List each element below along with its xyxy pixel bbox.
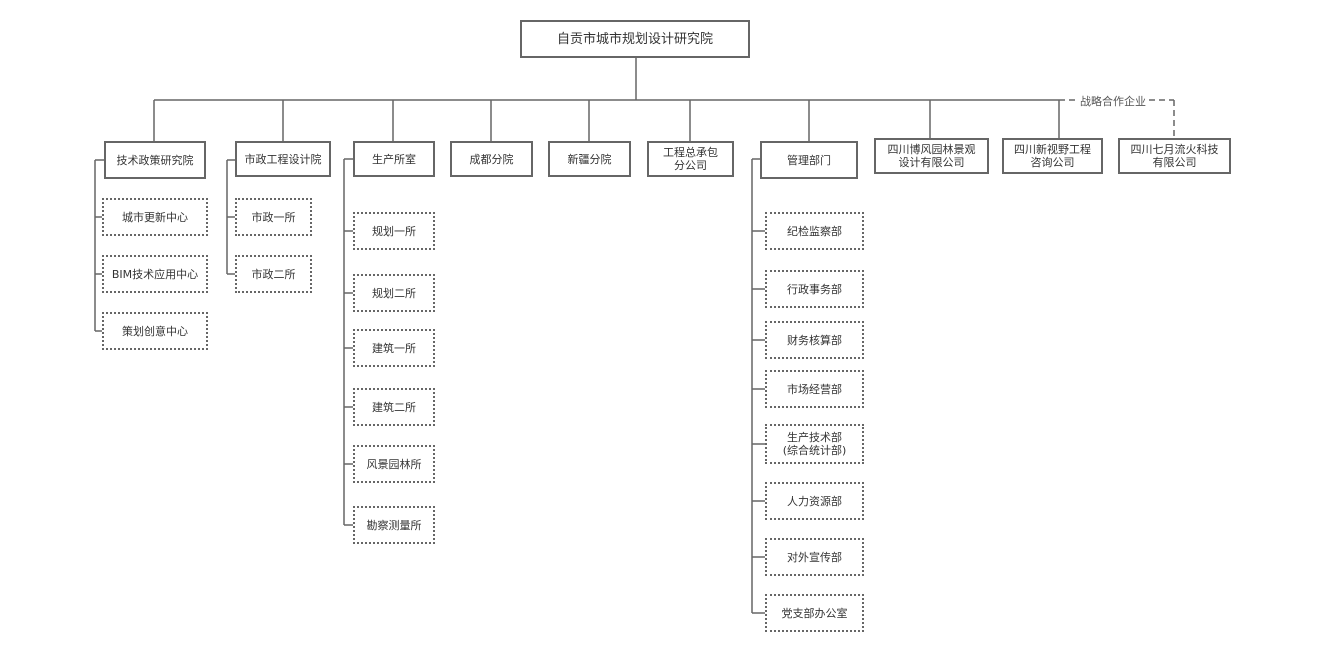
- unit-urban-renewal-center: 城市更新中心: [102, 198, 208, 236]
- unit-survey-office: 勘察测量所: [353, 506, 435, 544]
- dept-chengdu-branch: 成都分院: [450, 141, 533, 177]
- unit-marketing: 市场经营部: [765, 370, 864, 408]
- dept-production-offices: 生产所室: [353, 141, 435, 177]
- unit-finance: 财务核算部: [765, 321, 864, 359]
- dept-management: 管理部门: [760, 141, 858, 179]
- unit-production-technology: 生产技术部 (综合统计部): [765, 424, 864, 464]
- unit-bim-application-center: BIM技术应用中心: [102, 255, 208, 293]
- unit-planning-creative-center: 策划创意中心: [102, 312, 208, 350]
- unit-municipal-office-1: 市政一所: [235, 198, 312, 236]
- unit-party-branch-office: 党支部办公室: [765, 594, 864, 632]
- unit-architecture-office-1: 建筑一所: [353, 329, 435, 367]
- company-bofeng-landscape: 四川博风园林景观 设计有限公司: [874, 138, 989, 174]
- dept-epc-subsidiary: 工程总承包 分公司: [647, 141, 734, 177]
- unit-administration: 行政事务部: [765, 270, 864, 308]
- dept-tech-policy-institute: 技术政策研究院: [104, 141, 206, 179]
- org-root: 自贡市城市规划设计研究院: [520, 20, 750, 58]
- company-xinshiye-consulting: 四川新视野工程 咨询公司: [1002, 138, 1103, 174]
- dept-municipal-design-institute: 市政工程设计院: [235, 141, 331, 177]
- strategic-partner-label: 战略合作企业: [1078, 93, 1148, 109]
- unit-planning-office-2: 规划二所: [353, 274, 435, 312]
- dept-xinjiang-branch: 新疆分院: [548, 141, 631, 177]
- unit-municipal-office-2: 市政二所: [235, 255, 312, 293]
- company-qiyue-liuhuo-tech: 四川七月流火科技 有限公司: [1118, 138, 1231, 174]
- unit-planning-office-1: 规划一所: [353, 212, 435, 250]
- unit-landscape-office: 风景园林所: [353, 445, 435, 483]
- unit-public-relations: 对外宣传部: [765, 538, 864, 576]
- unit-human-resources: 人力资源部: [765, 482, 864, 520]
- unit-discipline-inspection: 纪检监察部: [765, 212, 864, 250]
- unit-architecture-office-2: 建筑二所: [353, 388, 435, 426]
